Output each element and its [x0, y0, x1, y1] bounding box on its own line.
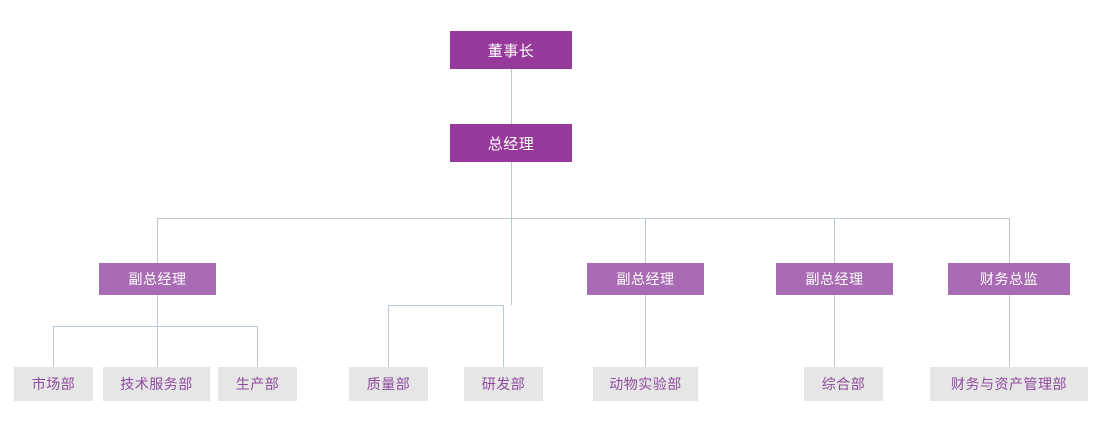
- connector-bus-to-vp2: [645, 218, 646, 263]
- node-dept-finance-asset[interactable]: 财务与资产管理部: [930, 367, 1088, 401]
- connector-subbus-center: [388, 305, 504, 306]
- connector-subbus-to-techservice: [157, 326, 158, 367]
- node-vp-3[interactable]: 副总经理: [776, 263, 893, 295]
- node-chairman[interactable]: 董事长: [450, 31, 572, 69]
- node-dept-production[interactable]: 生产部: [218, 367, 297, 401]
- connector-subbus-to-rd: [503, 305, 504, 367]
- connector-vp2-to-animallab: [645, 295, 646, 367]
- connector-subbus-to-quality: [388, 305, 389, 367]
- node-dept-animal-lab[interactable]: 动物实验部: [593, 367, 698, 401]
- connector-main-bus: [157, 218, 1010, 219]
- node-general-manager[interactable]: 总经理: [450, 124, 572, 162]
- node-dept-tech-service[interactable]: 技术服务部: [103, 367, 210, 401]
- connector-bus-to-vp3: [834, 218, 835, 263]
- connector-vp3-to-generalaffairs: [834, 295, 835, 367]
- connector-vp1-down: [157, 295, 158, 326]
- connector-bus-to-cfo: [1009, 218, 1010, 263]
- connector-bus-to-vp1: [157, 218, 158, 263]
- node-dept-general-affairs[interactable]: 综合部: [804, 367, 883, 401]
- connector-gm-down: [511, 162, 512, 218]
- node-dept-marketing[interactable]: 市场部: [14, 367, 93, 401]
- connector-subbus-to-marketing: [53, 326, 54, 367]
- node-vp-2[interactable]: 副总经理: [587, 263, 704, 295]
- connector-gm-to-subbus-center: [511, 218, 512, 305]
- connector-subbus-vp1: [53, 326, 258, 327]
- connector-cfo-to-finance: [1009, 295, 1010, 367]
- node-dept-rd[interactable]: 研发部: [464, 367, 543, 401]
- connector-chairman-to-gm: [511, 69, 512, 124]
- node-cfo[interactable]: 财务总监: [948, 263, 1070, 295]
- node-vp-1[interactable]: 副总经理: [99, 263, 216, 295]
- node-dept-quality[interactable]: 质量部: [349, 367, 428, 401]
- connector-subbus-to-production: [257, 326, 258, 367]
